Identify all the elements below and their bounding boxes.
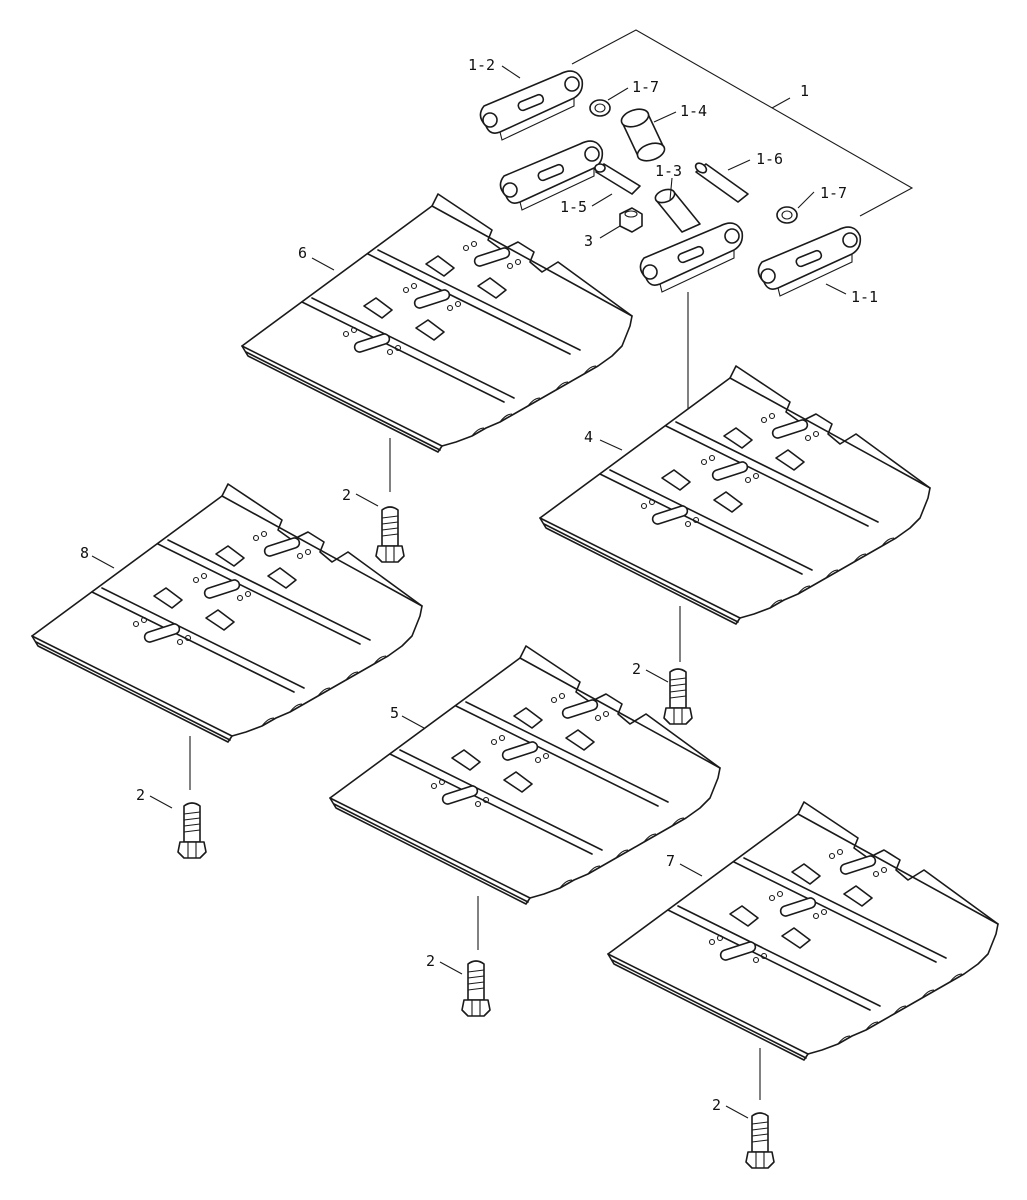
label-shoe-bolt-4: 2 [426,952,435,970]
link-left-part [479,70,584,141]
label-shoe-bolt-3: 2 [136,786,145,804]
label-shoe-bolt-1: 2 [342,486,351,504]
shoe-bolt-5 [745,1112,775,1169]
shoe-7 [607,801,999,1061]
pin-part [654,188,701,233]
nut-part [619,207,643,233]
label-nut: 3 [584,232,593,250]
seal-part-b [776,206,798,224]
bushing-part [620,108,666,162]
master-bushing-part [694,162,749,203]
shoe-5 [329,645,721,905]
label-shoe-4: 4 [584,428,593,446]
label-shoe-bolt-2: 2 [632,660,641,678]
shoe-bolt-2 [663,668,693,725]
shoe-bolt-1 [375,506,405,563]
label-assembly: 1 [800,82,809,100]
label-shoe-5: 5 [390,704,399,722]
label-master-pin: 1-5 [560,198,587,216]
label-link-left: 1-2 [468,56,495,74]
label-bushing: 1-4 [680,102,707,120]
leader-lines [91,65,847,1119]
label-shoe-7: 7 [666,852,675,870]
label-pin: 1-3 [655,162,682,180]
master-pin-part [594,163,641,195]
link-master-part [639,222,744,293]
label-master-bushing: 1-6 [756,150,783,168]
shoe-6 [241,193,633,453]
label-seal-a: 1-7 [632,78,659,96]
shoe-8 [31,483,423,743]
shoe-4 [539,365,931,625]
shoe-bolt-4 [461,960,491,1017]
label-link-right: 1-1 [851,288,878,306]
link-right-part [757,226,862,297]
seal-part-a [589,99,611,117]
label-shoe-bolt-5: 2 [712,1096,721,1114]
shoe-bolt-3 [177,802,207,859]
label-seal-b: 1-7 [820,184,847,202]
link-assembly [479,29,914,528]
label-shoe-6: 6 [298,244,307,262]
label-shoe-8: 8 [80,544,89,562]
